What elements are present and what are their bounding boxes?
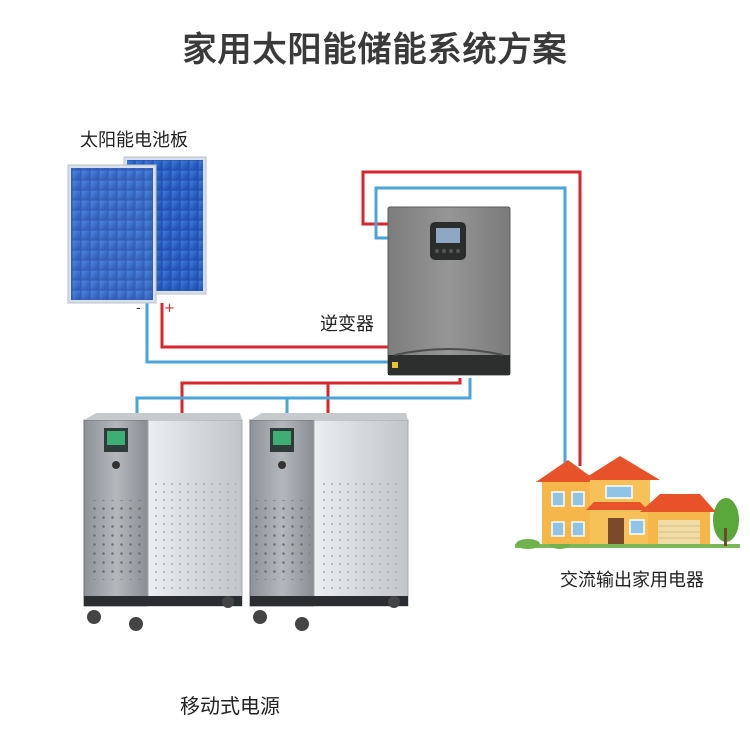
wire-panel-positive [160, 303, 392, 349]
battery-unit-2 [249, 413, 409, 631]
wire-panel-negative [145, 303, 392, 364]
wires [135, 170, 582, 466]
label-inverter: 逆变器 [320, 314, 374, 335]
wire-battery-positive [180, 378, 462, 414]
wire-battery-negative [135, 378, 472, 414]
wire-ac-positive [361, 170, 582, 466]
wire-ac-negative [374, 186, 567, 466]
label-mobile-power: 移动式电源 [180, 694, 280, 718]
solar-panels [67, 156, 207, 304]
label-ac-output: 交流输出家用电器 [560, 570, 704, 591]
inverter-unit [387, 206, 511, 376]
label-panel-minus: - [136, 301, 141, 316]
diagram-title: 家用太阳能储能系统方案 [182, 30, 568, 70]
label-solar-panel: 太阳能电池板 [80, 130, 188, 151]
battery-unit-1 [83, 413, 243, 631]
label-panel-plus: + [164, 301, 175, 316]
house-illustration [515, 456, 740, 549]
